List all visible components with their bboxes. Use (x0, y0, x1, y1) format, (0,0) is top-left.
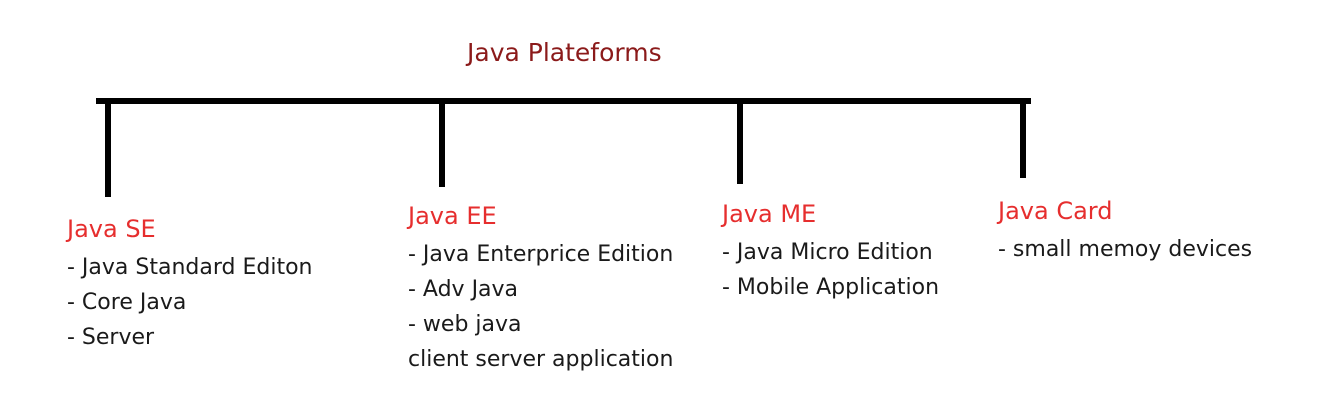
branch-item: - Java Micro Edition (722, 240, 933, 265)
branch-connector-java-me (737, 98, 743, 184)
horizontal-connector (96, 98, 1031, 104)
branch-java-se: Java SE - Java Standard Editon - Core Ja… (67, 214, 312, 355)
branch-item: - small memoy devices (998, 237, 1253, 262)
branch-item: - Mobile Application (722, 275, 940, 300)
branch-title: Java EE (408, 202, 497, 230)
branch-item: - Adv Java (408, 277, 519, 302)
branch-java-me: Java ME - Java Micro Edition - Mobile Ap… (722, 199, 939, 305)
branch-connector-java-ee (439, 98, 445, 187)
branch-title: Java Card (998, 197, 1113, 225)
branch-title: Java SE (67, 215, 156, 243)
branch-item: client server application (408, 347, 674, 372)
branch-java-card: Java Card - small memoy devices (998, 196, 1252, 267)
branch-java-ee: Java EE - Java Enterprice Edition - Adv … (408, 201, 673, 377)
branch-item: - Server (67, 325, 155, 350)
diagram-title: Java Plateforms (467, 38, 662, 67)
branch-connector-java-card (1020, 98, 1026, 178)
branch-item: - web java (408, 312, 522, 337)
branch-item: - Java Standard Editon (67, 255, 313, 280)
branch-connector-java-se (105, 98, 111, 197)
branch-item: - Core Java (67, 290, 187, 315)
branch-item: - Java Enterprice Edition (408, 242, 674, 267)
branch-title: Java ME (722, 200, 817, 228)
